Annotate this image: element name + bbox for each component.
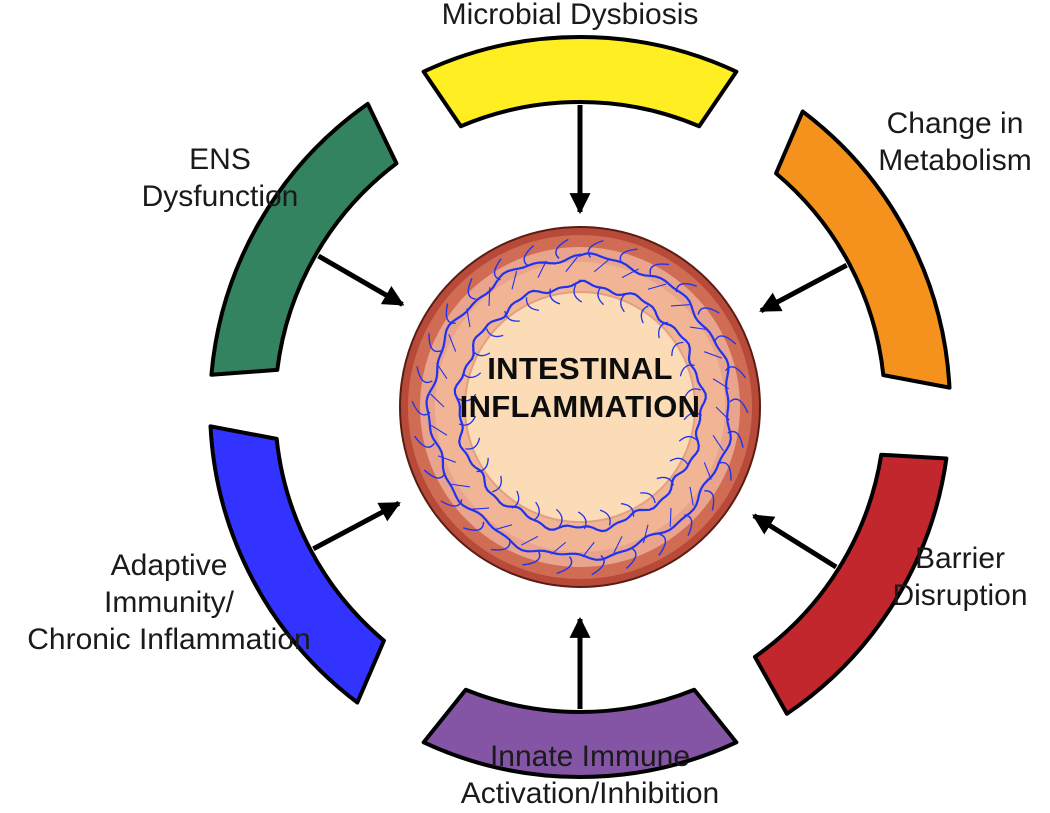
segment-microbial-dysbiosis <box>421 35 739 129</box>
segment-adaptive-immunity <box>208 424 386 705</box>
label-ens-dysfunction: ENS Dysfunction <box>95 141 345 215</box>
arrow-adaptive-immunity <box>312 501 401 551</box>
center-title-line-1: INTESTINAL <box>487 351 673 386</box>
outer-vessel-ring <box>425 252 732 561</box>
arrow-ens-dysfunction <box>317 253 405 307</box>
arrow-change-in-metabolism <box>759 263 848 313</box>
arrow-barrier-disruption <box>752 513 838 570</box>
segment-innate-immune <box>421 687 739 779</box>
label-line: Immunity/ <box>103 586 235 619</box>
label-innate-immune: Innate Immune Activation/Inhibition <box>400 738 780 812</box>
label-line: Change in <box>886 107 1024 140</box>
inner-vessel-ring <box>453 279 707 533</box>
label-line: Chronic Inflammation <box>27 623 311 656</box>
segment-change-in-metabolism <box>774 109 952 390</box>
segment-barrier-disruption <box>752 452 949 716</box>
label-line: Disruption <box>892 579 1028 612</box>
label-line: Activation/Inhibition <box>460 777 720 810</box>
label-line: Dysfunction <box>141 180 299 213</box>
center-title: INTESTINAL INFLAMMATION <box>420 350 740 426</box>
label-line: Barrier <box>914 542 1005 575</box>
label-change-in-metabolism: Change in Metabolism <box>855 105 1050 179</box>
label-adaptive-immunity: Adaptive Immunity/ Chronic Inflammation <box>0 547 338 658</box>
label-barrier-disruption: Barrier Disruption <box>875 540 1045 614</box>
segment-ens-dysfunction <box>209 101 399 377</box>
label-line: Microbial Dysbiosis <box>441 0 699 31</box>
lumen <box>464 291 696 523</box>
label-line: Adaptive <box>110 549 228 582</box>
arrows-layer <box>312 105 848 709</box>
label-line: Innate Immune <box>489 740 691 773</box>
label-microbial-dysbiosis: Microbial Dysbiosis <box>395 0 745 33</box>
center-title-line-2: INFLAMMATION <box>459 389 701 424</box>
segments-layer <box>208 35 952 779</box>
vessel-branches <box>411 238 749 576</box>
intestine-cross-section <box>399 226 761 588</box>
label-line: ENS <box>189 143 251 176</box>
label-line: Metabolism <box>878 144 1032 177</box>
